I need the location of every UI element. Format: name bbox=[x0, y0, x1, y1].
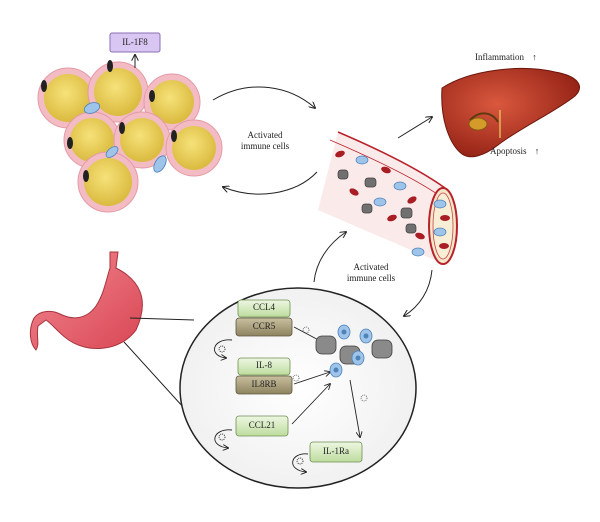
chemokine-signal bbox=[292, 374, 300, 382]
il1ra-box bbox=[309, 441, 363, 463]
liver-illustration bbox=[441, 68, 580, 158]
immune-cell bbox=[105, 146, 119, 158]
autocrine-loop bbox=[214, 429, 233, 448]
immune-cell bbox=[83, 102, 101, 114]
arrow-vessel-to-adipose bbox=[223, 171, 318, 195]
arrow-ccl21-to-cells bbox=[291, 384, 330, 425]
ccl4-label: CCL4 bbox=[252, 302, 275, 312]
ccl21-box bbox=[235, 415, 289, 437]
activated-immune-cells-bottom-label: Activated immune cells bbox=[346, 262, 396, 283]
il1f8-box bbox=[109, 32, 161, 53]
adipocyte bbox=[165, 119, 223, 177]
ccr5-label: CCR5 bbox=[252, 321, 276, 331]
adipocyte bbox=[37, 67, 99, 129]
il1f8-label: IL-1F8 bbox=[122, 37, 148, 47]
arrow-adipose-to-vessel bbox=[212, 86, 315, 108]
adipose-tissue-cluster bbox=[37, 60, 223, 213]
ccl4-box bbox=[237, 299, 291, 318]
inflammation-label: Inflammation ↑ bbox=[475, 52, 537, 62]
up-arrow-icon: ↑ bbox=[534, 146, 540, 156]
stomach-illustration bbox=[29, 251, 143, 351]
stomach-zoom-circle bbox=[179, 287, 417, 489]
autocrine-loop bbox=[214, 339, 233, 358]
arrow-circle-to-vessel bbox=[313, 232, 346, 283]
zoom-line bbox=[123, 341, 185, 409]
il8-box bbox=[237, 357, 291, 376]
immune-cell bbox=[153, 155, 167, 173]
zoom-line bbox=[129, 317, 195, 321]
ccr5-box bbox=[235, 317, 293, 337]
arrow-vessel-to-circle bbox=[404, 269, 433, 316]
arrow-il8-to-cells bbox=[293, 372, 330, 385]
activated-immune-cells-top-label: Activated immune cells bbox=[240, 130, 290, 151]
ccl21-label: CCL21 bbox=[248, 420, 276, 430]
adipocyte bbox=[87, 60, 149, 123]
il8rb-box bbox=[235, 375, 293, 395]
adipocyte bbox=[113, 111, 171, 169]
arrow-cells-to-il1ra bbox=[349, 379, 360, 437]
adipocyte bbox=[77, 151, 139, 213]
chemokine-signal bbox=[360, 394, 368, 402]
arrow-vessel-to-liver bbox=[397, 117, 432, 139]
il8rb-label: IL8RB bbox=[251, 379, 277, 389]
apoptosis-label: Apoptosis ↑ bbox=[490, 146, 540, 156]
up-arrow-icon: ↑ bbox=[532, 52, 537, 62]
blood-vessel bbox=[318, 131, 458, 265]
il1ra-label: IL-1Ra bbox=[323, 446, 349, 456]
adipocyte bbox=[143, 73, 201, 131]
immune-cell-cluster bbox=[315, 324, 393, 378]
il8-label: IL-8 bbox=[256, 360, 272, 370]
autocrine-loop bbox=[292, 453, 309, 472]
